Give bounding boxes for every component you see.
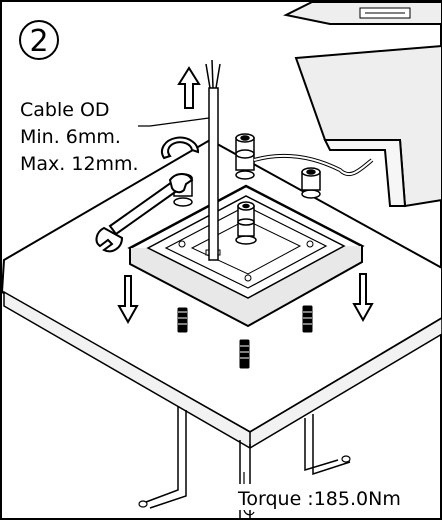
anchor-nut-center: [235, 201, 257, 245]
anchor-bolt-center: [239, 339, 250, 369]
down-arrow-right: [352, 273, 374, 323]
cable-grommet: [161, 136, 200, 160]
cable-max-label: Max. 12mm.: [20, 153, 139, 175]
cable-od-leader: [138, 117, 210, 127]
anchor-bolt-left: [177, 307, 188, 333]
cable-min-label: Min. 6mm.: [20, 126, 121, 148]
base-plate: [127, 184, 365, 328]
anchor-nut-right: [301, 167, 321, 199]
cable-od-label: Cable OD: [20, 99, 110, 121]
cable-through-plate: [205, 59, 221, 261]
step-number-text: 2: [29, 24, 48, 59]
anchor-bolt-right: [302, 305, 313, 333]
torque-leader: [243, 472, 255, 516]
wrench-icon: [95, 173, 194, 253]
step-number-badge: 2: [19, 20, 59, 60]
housing-unit: [282, 1, 442, 208]
cable-up-arrow: [177, 66, 201, 109]
anchor-nut-back: [235, 133, 255, 180]
down-arrow-left: [117, 275, 139, 325]
torque-label: Torque :185.0Nm: [237, 488, 401, 510]
